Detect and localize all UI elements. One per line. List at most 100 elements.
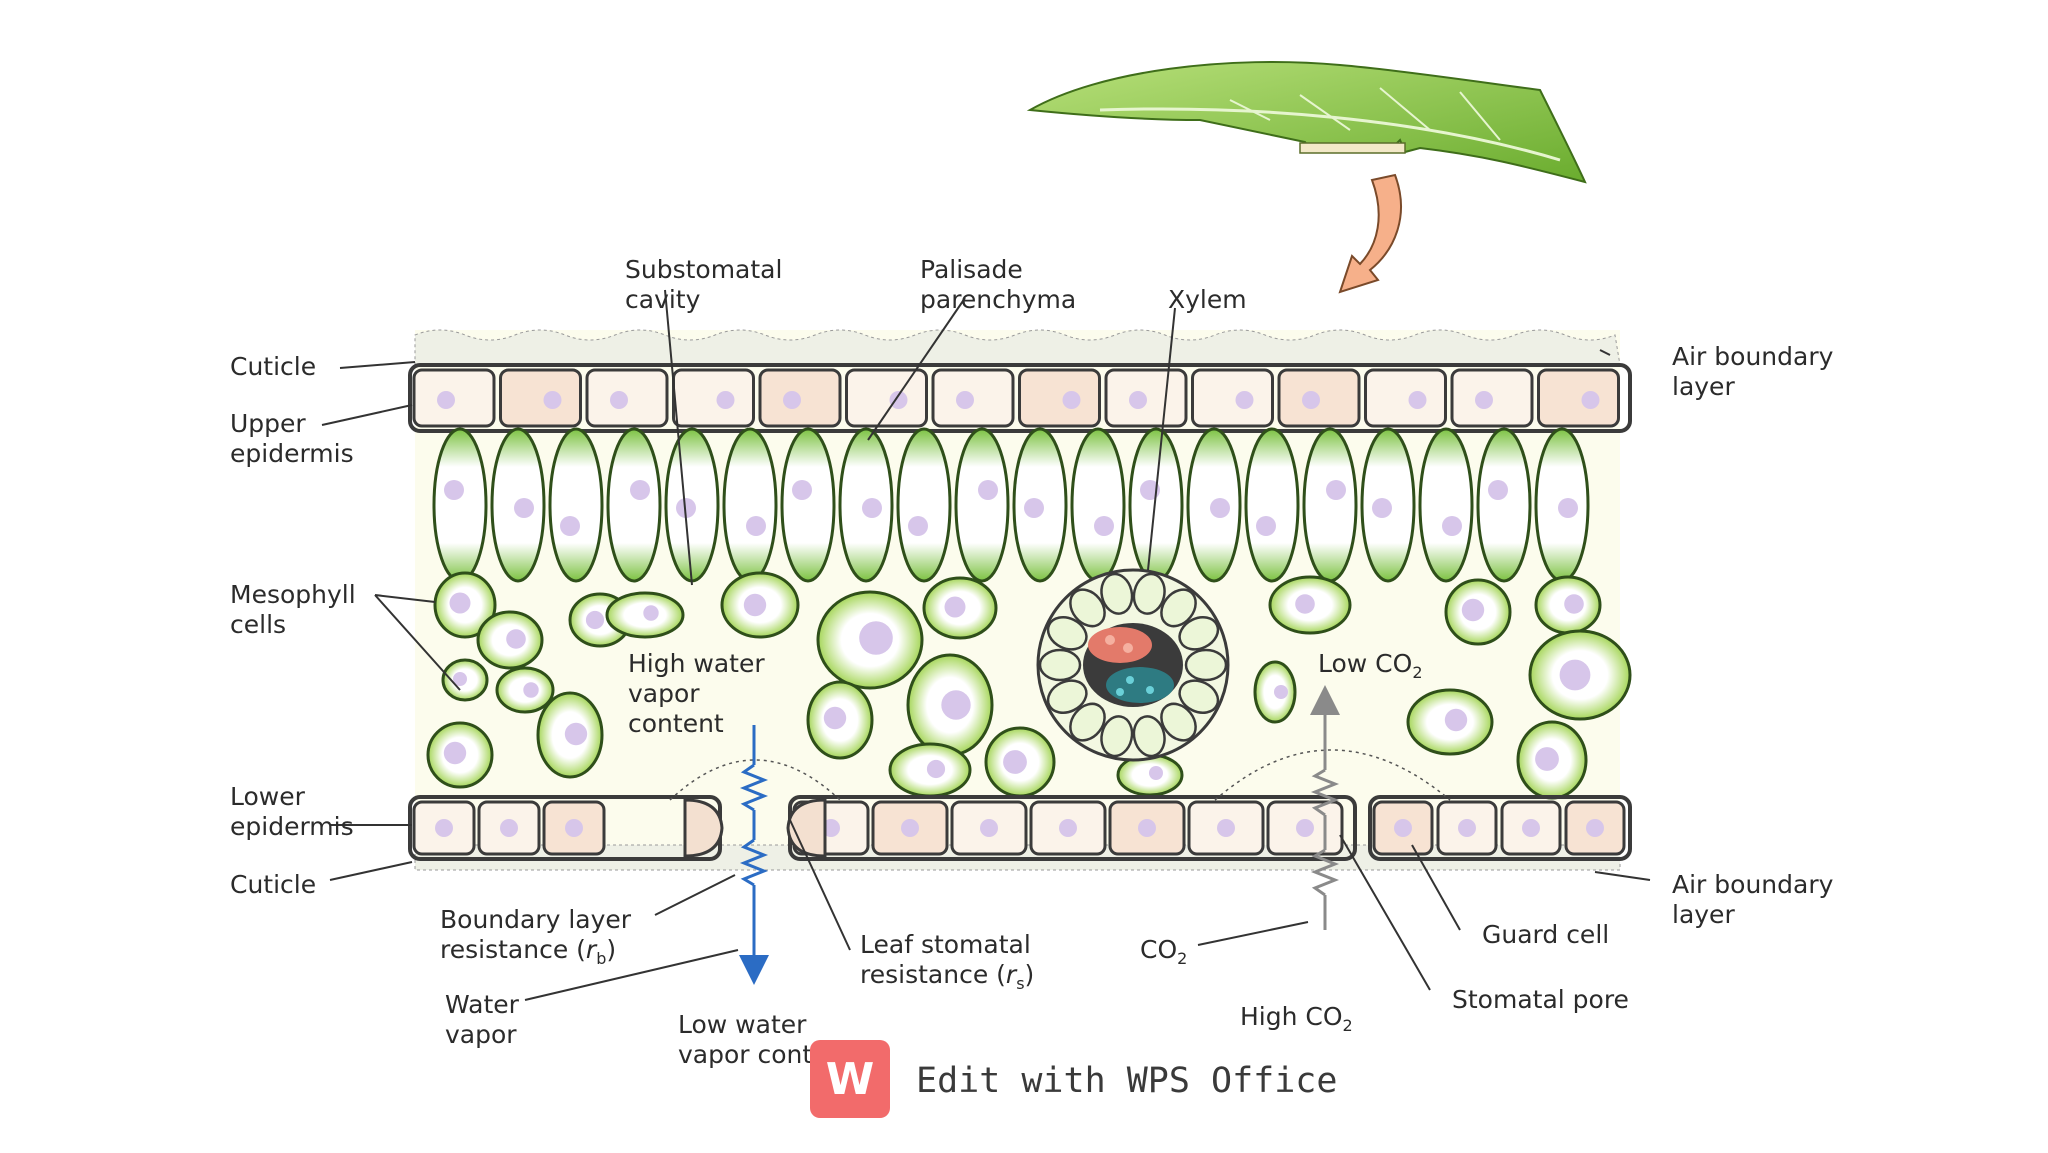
nucleus xyxy=(610,391,628,409)
nucleus xyxy=(901,819,919,837)
palisade-cell xyxy=(954,427,1010,583)
nucleus xyxy=(1488,480,1508,500)
nucleus xyxy=(449,592,471,614)
label-upper-epidermis-2: epidermis xyxy=(230,439,354,468)
epidermis-cell xyxy=(1364,368,1447,428)
nucleus xyxy=(1210,498,1230,518)
label-xylem: Xylem xyxy=(1168,285,1247,314)
nucleus xyxy=(630,480,650,500)
palisade-cell xyxy=(548,427,604,583)
nucleus xyxy=(1024,498,1044,518)
nucleus xyxy=(1458,819,1476,837)
palisade-cell xyxy=(1476,427,1532,583)
stomatal-diffusion-arc-right xyxy=(1214,749,1451,801)
bundle-sheath-cell xyxy=(1184,648,1228,682)
bundle-sheath-cell xyxy=(1160,702,1197,742)
nucleus xyxy=(862,498,882,518)
label-water-vapor-2: vapor xyxy=(445,1020,517,1049)
wps-logo-icon xyxy=(810,1040,890,1118)
nucleus xyxy=(523,682,539,698)
nucleus xyxy=(926,759,946,779)
nucleus xyxy=(514,498,534,518)
nucleus xyxy=(1442,516,1462,536)
nucleus xyxy=(1558,498,1578,518)
nucleus xyxy=(1559,659,1591,691)
palisade-cell xyxy=(1128,427,1184,583)
nucleus xyxy=(1094,516,1114,536)
vascular-bundle xyxy=(1036,568,1230,762)
label-air-boundary-bottom-2: layer xyxy=(1672,900,1735,929)
nucleus xyxy=(1586,819,1604,837)
nucleus xyxy=(941,690,971,720)
nucleus xyxy=(746,516,766,536)
label-cuticle-top: Cuticle xyxy=(230,352,316,381)
nucleus xyxy=(564,722,588,746)
label-lower-epidermis-2: epidermis xyxy=(230,812,354,841)
wps-watermark[interactable]: W Edit with WPS Office xyxy=(810,1040,1337,1118)
nucleus xyxy=(1059,819,1077,837)
co2-pathway xyxy=(1310,685,1340,930)
nucleus xyxy=(716,391,735,409)
label-mesophyll: Mesophyll xyxy=(230,580,356,609)
label-lower-epidermis: Lower xyxy=(230,782,306,811)
bundle-sheath-cell xyxy=(1178,679,1220,714)
nucleus xyxy=(1138,819,1156,837)
label-substomatal-cavity: Substomatal xyxy=(625,255,782,284)
label-upper-epidermis: Upper xyxy=(230,409,306,438)
nucleus xyxy=(956,391,974,409)
lower-epidermis xyxy=(408,795,1632,861)
bundle-sheath-cell xyxy=(1100,715,1134,758)
nucleus xyxy=(1256,516,1276,536)
palisade-cell xyxy=(1070,427,1126,583)
leaf-icon xyxy=(1026,61,1587,184)
epidermis-cell xyxy=(845,368,928,428)
bundle-sheath-cell xyxy=(1038,648,1082,682)
nucleus xyxy=(1408,391,1427,409)
nucleus xyxy=(792,480,812,500)
nucleus xyxy=(565,819,583,837)
nucleus xyxy=(1326,480,1346,500)
label-low-co2: Low CO2 xyxy=(1318,649,1423,682)
nucleus xyxy=(1535,747,1559,771)
label-palisade-2: parenchyma xyxy=(920,285,1076,314)
nucleus xyxy=(443,741,467,765)
water-vapor-pathway xyxy=(739,725,769,985)
label-leaf-stomatal-resistance-2: resistance (rs) xyxy=(860,960,1034,993)
label-high-water-vapor-3: content xyxy=(628,709,724,738)
nucleus xyxy=(783,391,801,409)
nucleus xyxy=(1461,598,1485,622)
palisade-cell xyxy=(1244,427,1300,583)
guard-cells xyxy=(683,798,827,858)
bundle-sheath-cell xyxy=(1160,588,1197,628)
bundle-sheath-cell xyxy=(1069,588,1106,628)
epidermis-cell xyxy=(1537,368,1620,428)
nucleus xyxy=(506,629,526,649)
palisade-cell xyxy=(722,427,778,583)
nucleus xyxy=(435,819,453,837)
bundle-sheath-cell xyxy=(1046,616,1088,651)
label-stomatal-pore: Stomatal pore xyxy=(1452,985,1629,1014)
nucleus xyxy=(500,819,518,837)
nucleus xyxy=(1581,391,1600,409)
label-high-water-vapor: High water xyxy=(628,649,765,678)
label-air-boundary-bottom: Air boundary xyxy=(1672,870,1834,899)
nucleus xyxy=(1149,766,1163,780)
bundle-sheath-cell xyxy=(1046,679,1088,714)
nucleus xyxy=(908,516,928,536)
spongy-mesophyll xyxy=(426,571,1632,800)
nucleus xyxy=(1444,708,1468,732)
epidermis-cell xyxy=(1018,368,1101,428)
nucleus xyxy=(1394,819,1412,837)
nucleus xyxy=(889,391,908,409)
nucleus xyxy=(1522,819,1540,837)
upper-epidermis xyxy=(408,363,1632,433)
label-boundary-layer-resistance: Boundary layer xyxy=(440,905,632,934)
bundle-sheath-cell xyxy=(1178,616,1220,651)
wps-edit-link[interactable]: Edit with WPS Office xyxy=(916,1061,1337,1101)
nucleus xyxy=(676,498,696,518)
nucleus xyxy=(1302,391,1320,409)
label-substomatal-cavity-2: cavity xyxy=(625,285,701,314)
nucleus xyxy=(543,391,562,409)
label-co2: CO2 xyxy=(1140,935,1187,968)
